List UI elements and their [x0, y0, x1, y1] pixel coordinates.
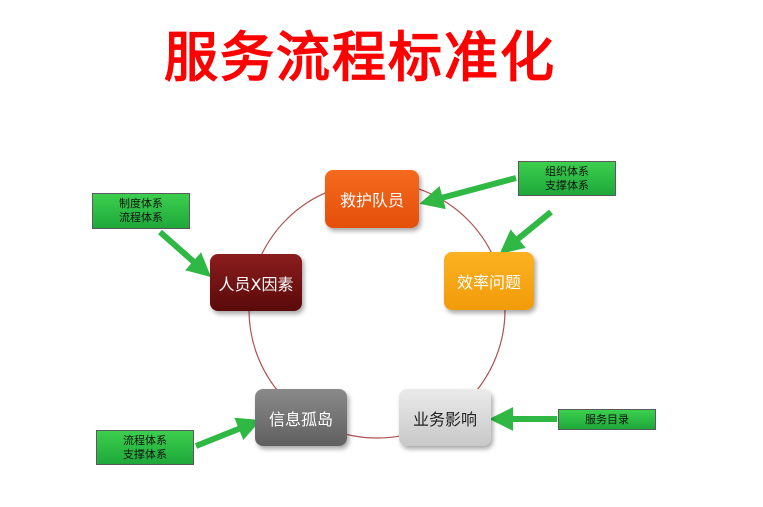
tag-line: 组织体系: [545, 164, 589, 178]
arrow-to-human-factor: [158, 229, 212, 278]
page-title: 服务流程标准化: [164, 26, 556, 89]
tag-line: 流程体系: [123, 433, 167, 447]
tag-policy-process: 制度体系 流程体系: [92, 193, 190, 229]
node-efficiency: 效率问题: [444, 252, 534, 310]
tag-line: 服务目录: [585, 412, 629, 426]
tag-org-support: 组织体系 支撑体系: [518, 161, 616, 196]
node-human-factor: 人员X因素: [210, 254, 302, 311]
tag-service-catalog: 服务目录: [558, 409, 656, 430]
node-business-impact: 业务影响: [399, 389, 491, 446]
tag-line: 支撑体系: [123, 447, 167, 461]
arrow-to-info-island: [194, 417, 262, 449]
node-rescue-team: 救护队员: [325, 170, 419, 228]
arrow-to-rescue-team: [419, 175, 517, 210]
tag-line: 流程体系: [119, 211, 163, 224]
node-info-island: 信息孤岛: [255, 389, 347, 446]
tag-line: 制度体系: [119, 197, 163, 210]
tag-line: 支撑体系: [545, 178, 589, 192]
tag-process-support: 流程体系 支撑体系: [96, 430, 194, 465]
arrow-to-efficiency: [499, 209, 553, 254]
